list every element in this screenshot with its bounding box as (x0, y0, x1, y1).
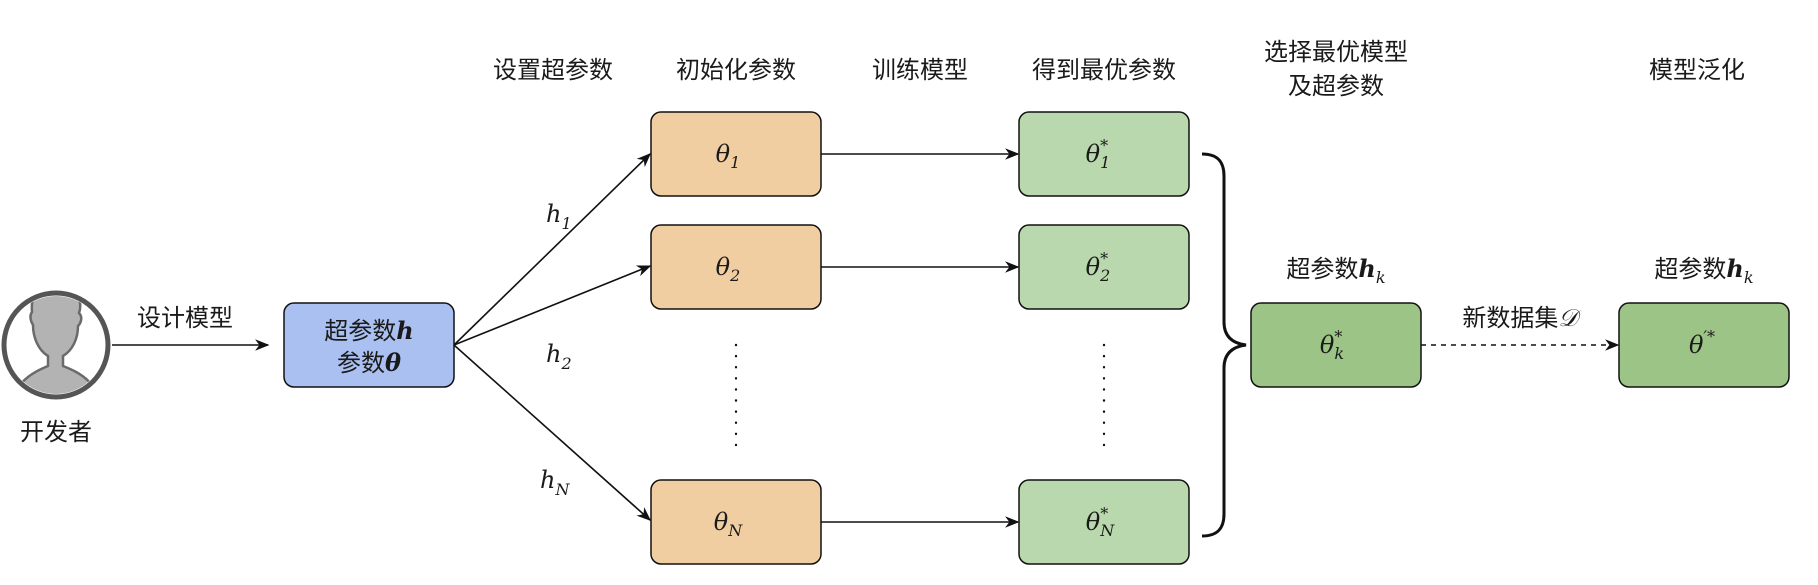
generalize-edge-label: 新数据集𝒟 (1462, 304, 1582, 332)
init-node-n: θN (650, 479, 822, 565)
stage-train-model: 训练模型 (872, 56, 968, 84)
selection-brace (1201, 152, 1247, 538)
init-node-2: θ2 (650, 224, 822, 310)
optimal-node-n: θ*N (1018, 479, 1190, 565)
svg-text:θ*1: θ*1 (1086, 136, 1111, 172)
person-avatar-icon (1, 290, 111, 400)
svg-text:θ*2: θ*2 (1086, 249, 1111, 285)
hyper-label-2: h2 (546, 340, 572, 373)
stage-set-hyperparams: 设置超参数 (493, 56, 613, 84)
model-node-hyperparam: 超参数h (324, 316, 413, 345)
model-node: 超参数h 参数θ (283, 302, 455, 388)
svg-text:θ′*: θ′* (1689, 327, 1715, 359)
best-node: θ*k (1250, 302, 1422, 388)
model-node-param: 参数θ (337, 348, 401, 377)
hyper-edge-1 (453, 152, 652, 346)
final-node-label: 超参数hk (1654, 254, 1753, 287)
final-node: θ′* (1618, 302, 1790, 388)
init-node-1: θ1 (650, 111, 822, 197)
stage-select-best-line1: 选择最优模型 (1264, 38, 1408, 66)
svg-text:θ*k: θ*k (1320, 327, 1344, 363)
hyper-label-n: hN (540, 466, 570, 499)
svg-text:θ*N: θ*N (1086, 504, 1115, 540)
optimal-node-1: θ*1 (1018, 111, 1190, 197)
hyper-edge-n (453, 344, 652, 521)
svg-text:θN: θN (714, 508, 743, 540)
stage-init-params: 初始化参数 (676, 56, 796, 84)
hyper-edge-2 (453, 265, 652, 346)
svg-text:θ2: θ2 (716, 253, 741, 285)
best-node-label: 超参数hk (1286, 254, 1385, 287)
optimal-node-2: θ*2 (1018, 224, 1190, 310)
hyper-label-1: h1 (546, 200, 572, 233)
stage-select-best-line2: 及超参数 (1288, 72, 1384, 100)
stage-get-optimal: 得到最优参数 (1032, 56, 1176, 84)
stage-generalize: 模型泛化 (1649, 56, 1745, 84)
developer-label: 开发者 (20, 418, 92, 446)
svg-text:θ1: θ1 (716, 140, 741, 172)
design-model-label: 设计模型 (137, 304, 233, 332)
